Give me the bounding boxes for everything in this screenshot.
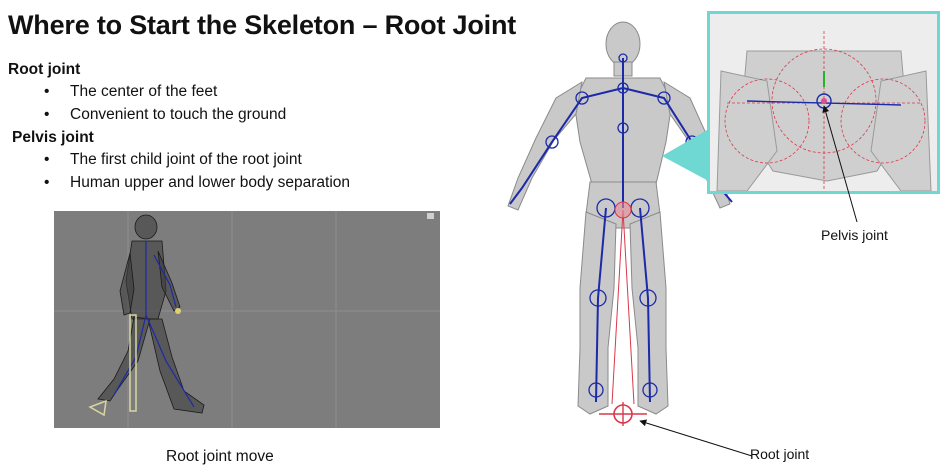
bullet-symbol: •: [44, 151, 50, 168]
viewport-corner-marker: [427, 213, 434, 219]
label-pelvis-joint: Pelvis joint: [821, 227, 888, 243]
bullet-symbol: •: [44, 83, 50, 100]
bullet-symbol: •: [44, 174, 50, 191]
caption-root-joint-move: Root joint move: [166, 448, 274, 465]
callout-connector: [662, 126, 714, 184]
bullet-text: Human upper and lower body separation: [70, 174, 351, 191]
label-root-joint: Root joint: [750, 446, 810, 462]
bullet-item: • The first child joint of the root joint: [44, 151, 302, 169]
bullet-item: • The center of the feet: [44, 83, 217, 101]
bullet-text: The first child joint of the root joint: [70, 151, 302, 168]
slide-title: Where to Start the Skeleton – Root Joint: [8, 10, 517, 40]
bullet-item: • Human upper and lower body separation: [44, 174, 350, 192]
viewport-background: [54, 211, 440, 428]
bullet-text: The center of the feet: [70, 83, 218, 100]
walker-hand-marker: [175, 308, 181, 314]
section-heading-pelvis-joint: Pelvis joint: [12, 129, 94, 146]
callout-border: [707, 11, 940, 194]
pelvis-joint-arrow: [822, 105, 858, 223]
root-joint-chain: [599, 201, 647, 426]
root-joint-arrow: [639, 419, 753, 457]
section-heading-root-joint: Root joint: [8, 61, 81, 78]
pelvis-joint-marker: [821, 98, 827, 104]
viewport-grid: [54, 211, 440, 428]
walk-animation-viewport: [54, 211, 440, 428]
bullet-text: Convenient to touch the ground: [70, 106, 287, 123]
pelvis-zoom-callout: [707, 11, 940, 194]
bullet-symbol: •: [44, 106, 50, 123]
walker-root-trail: [88, 314, 137, 417]
callout-wedge: [662, 126, 714, 184]
bullet-item: • Convenient to touch the ground: [44, 106, 286, 124]
